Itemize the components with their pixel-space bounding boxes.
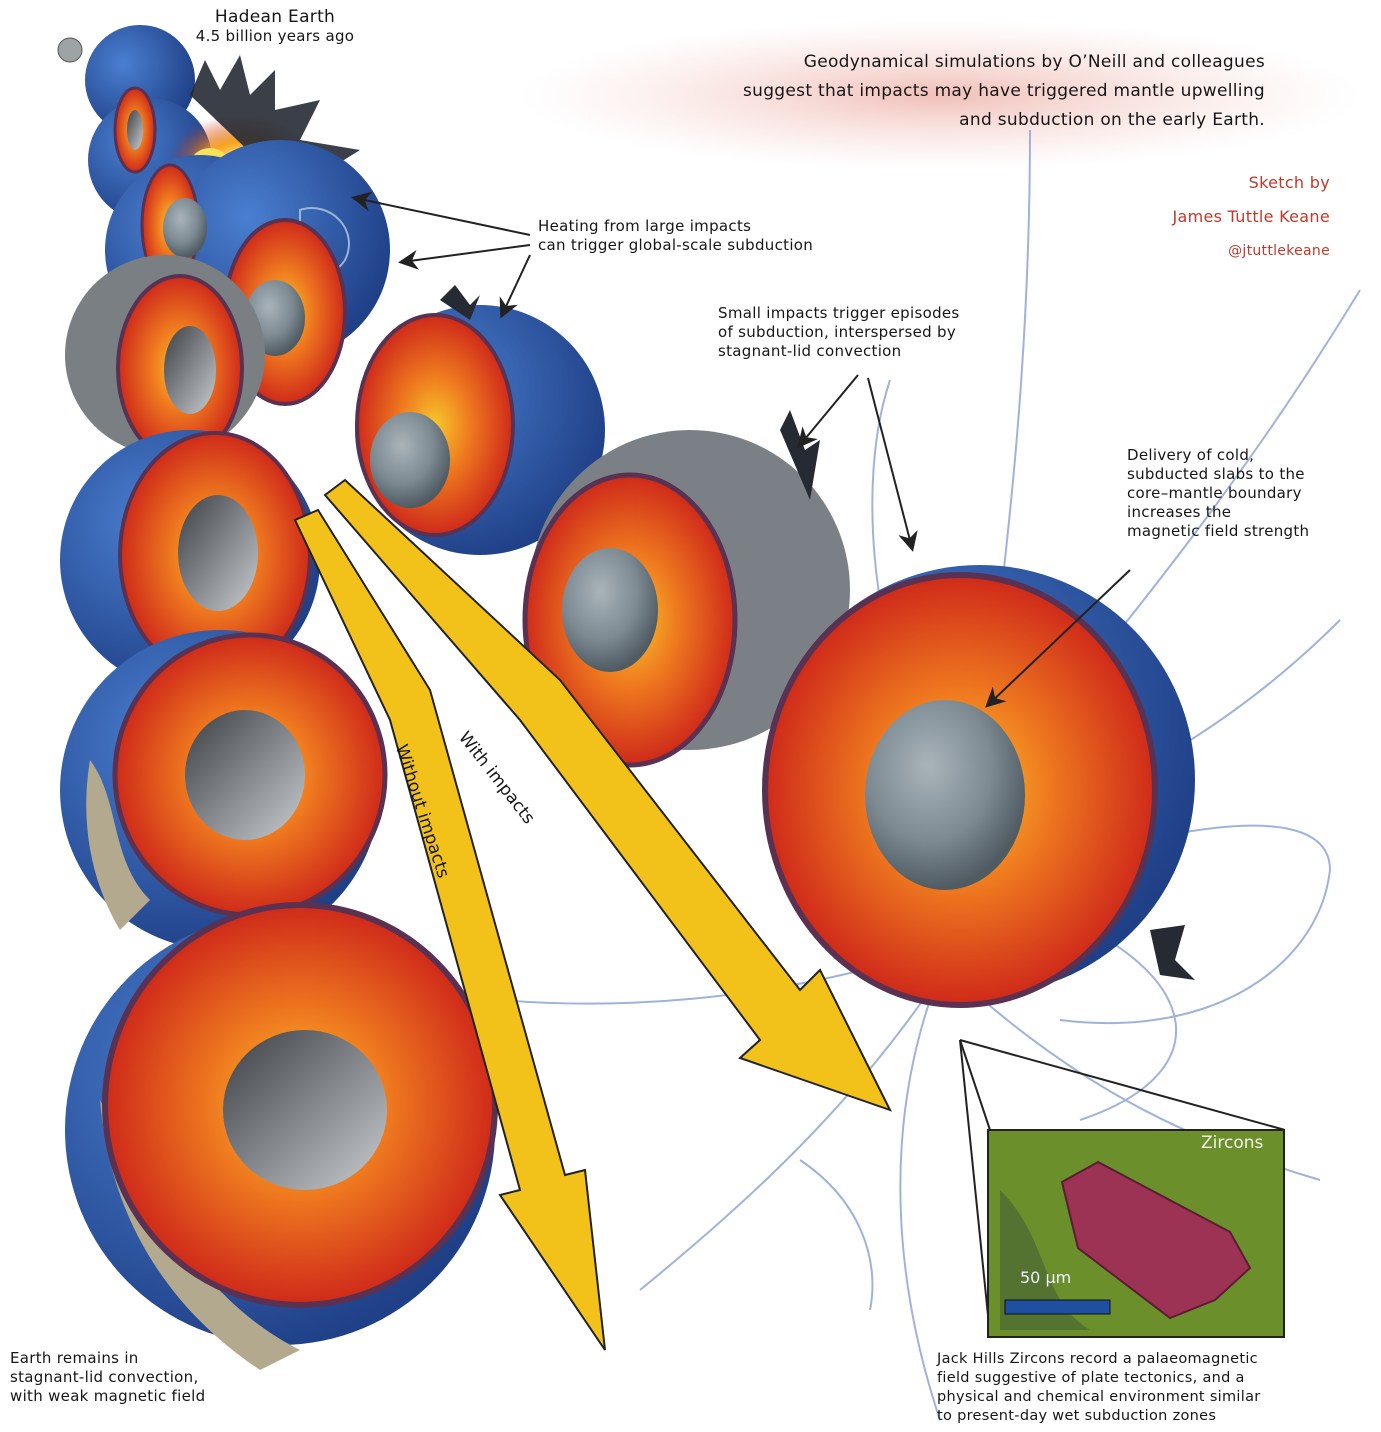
zircon-inset	[960, 1040, 1285, 1337]
intro-line: Geodynamical simulations by O’Neill and …	[560, 48, 1265, 77]
cutaway-slice-1	[115, 88, 155, 172]
credit-handle: @jtuttlekeane	[1080, 234, 1330, 268]
header-title-block: Hadean Earth 4.5 billion years ago	[160, 8, 390, 46]
annotation-without-outcome: Earth remains in stagnant-lid convection…	[10, 1349, 205, 1406]
annotation-line: Small impacts trigger episodes	[718, 304, 960, 323]
annotation-line: of subduction, interspersed by	[718, 323, 960, 342]
scale-bar	[1005, 1300, 1110, 1314]
moon	[58, 38, 82, 62]
page-title: Hadean Earth	[160, 8, 390, 27]
zircon-scale-label: 50 μm	[1020, 1268, 1071, 1287]
annotation-small-impacts: Small impacts trigger episodes of subduc…	[718, 304, 960, 361]
annotation-line: to present-day wet subduction zones	[937, 1407, 1261, 1426]
intro-line: suggest that impacts may have triggered …	[560, 77, 1265, 106]
intro-line: and subduction on the early Earth.	[560, 106, 1265, 135]
annotation-line: can trigger global-scale subduction	[538, 236, 813, 255]
annotation-line: increases the	[1127, 503, 1309, 522]
annotation-line: field suggestive of plate tectonics, and…	[937, 1369, 1261, 1388]
annotation-line: core–mantle boundary	[1127, 484, 1309, 503]
annotation-line: Earth remains in	[10, 1349, 205, 1368]
credit-block: Sketch by James Tuttle Keane @jtuttlekea…	[1080, 166, 1330, 268]
annotation-line: Delivery of cold,	[1127, 446, 1309, 465]
annotation-large-impacts: Heating from large impacts can trigger g…	[538, 217, 813, 255]
annotation-line: with weak magnetic field	[10, 1387, 205, 1406]
annotation-line: stagnant-lid convection	[718, 342, 960, 361]
annotation-slabs: Delivery of cold, subducted slabs to the…	[1127, 446, 1309, 541]
annotation-line: Jack Hills Zircons record a palaeomagnet…	[937, 1350, 1261, 1369]
annotation-line: physical and chemical environment simila…	[937, 1388, 1261, 1407]
credit-line: Sketch by	[1080, 166, 1330, 200]
annotation-zircons-outcome: Jack Hills Zircons record a palaeomagnet…	[937, 1350, 1261, 1426]
credit-author: James Tuttle Keane	[1080, 200, 1330, 234]
annotation-line: magnetic field strength	[1127, 522, 1309, 541]
annotation-line: stagnant-lid convection,	[10, 1368, 205, 1387]
zircon-inset-title: Zircons	[1201, 1133, 1263, 1153]
page-subtitle: 4.5 billion years ago	[160, 27, 390, 46]
annotation-line: Heating from large impacts	[538, 217, 813, 236]
annotation-line: subducted slabs to the	[1127, 465, 1309, 484]
intro-text: Geodynamical simulations by O’Neill and …	[560, 48, 1265, 135]
